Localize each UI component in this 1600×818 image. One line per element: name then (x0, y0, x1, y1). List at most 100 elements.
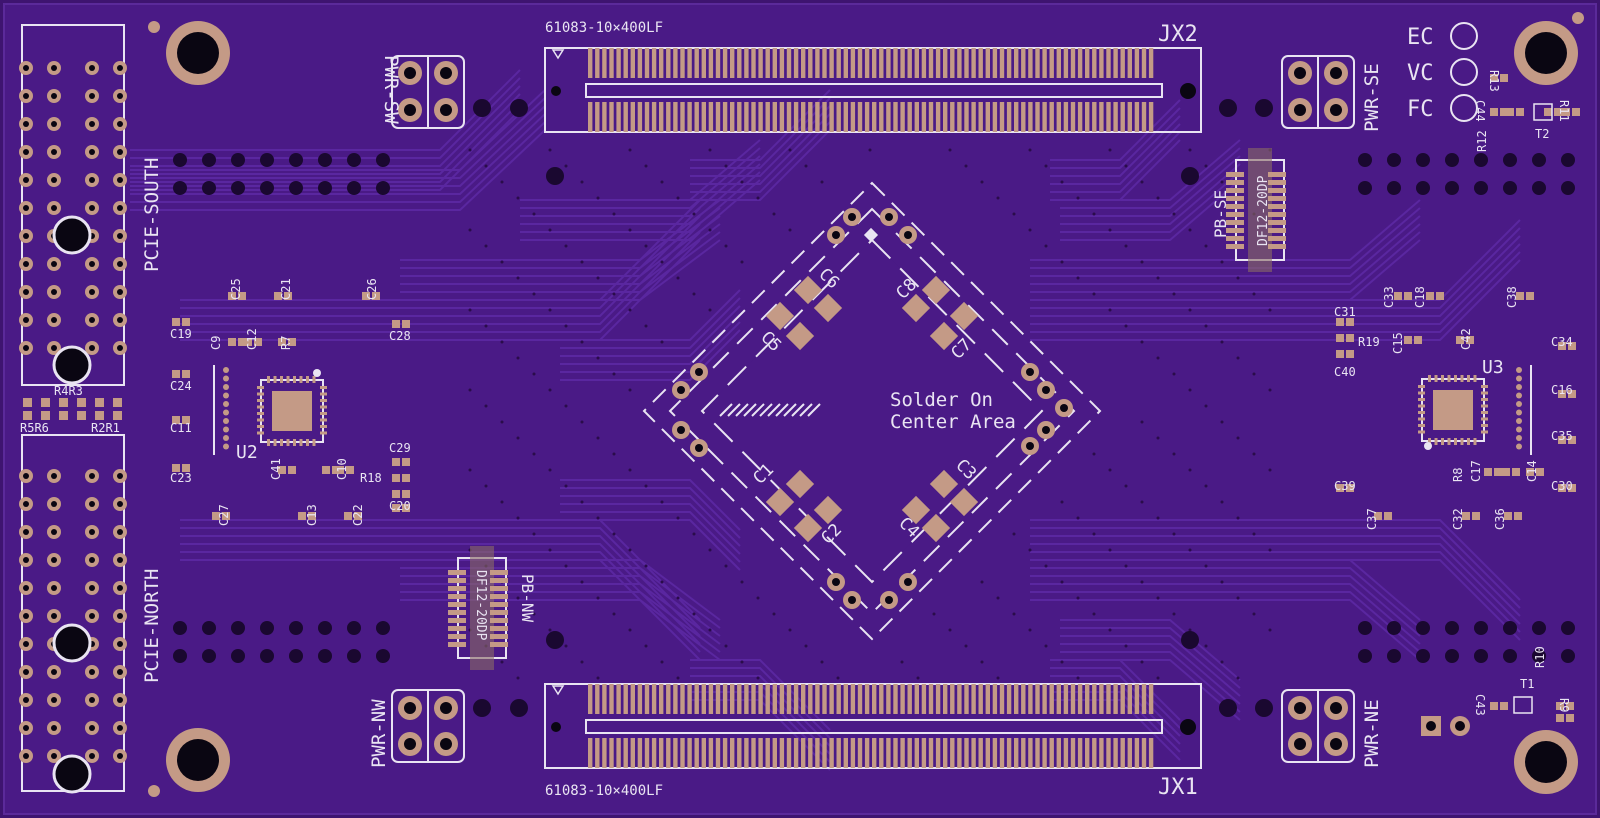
part-label: C13 (305, 504, 319, 526)
u3-label: U3 (1482, 357, 1504, 378)
part-label: C24 (170, 379, 192, 393)
part-label: C32 (1451, 508, 1465, 530)
part-label: C38 (1505, 286, 1519, 308)
jx1-label: JX1 (1158, 775, 1198, 800)
center-solder-area: Solder On Center Area C1 C2 C3 C4 C5 C6 … (642, 181, 1102, 641)
part-label: C18 (1413, 286, 1427, 308)
pcie-south-connector: PCIE-SOUTH (19, 24, 163, 386)
fiducials (148, 12, 1584, 797)
part-label: R9 (1557, 698, 1571, 712)
part-label: C41 (269, 458, 283, 480)
part-label: C10 (335, 458, 349, 480)
part-label: C30 (1551, 479, 1573, 493)
t2-label: T2 (1535, 127, 1549, 141)
pb-nw-label: PB-NW (518, 574, 537, 623)
part-label: R11 (1557, 100, 1571, 122)
part-label: C36 (1493, 508, 1507, 530)
part-label: R19 (1358, 335, 1380, 349)
pcie-north-key-hole-a (52, 623, 92, 663)
part-label: C27 (217, 504, 231, 526)
u2-chip: U2 (213, 365, 327, 463)
center-text-line2: Center Area (890, 411, 1016, 433)
pcie-south-label: PCIE-SOUTH (141, 158, 163, 272)
part-label: R12 (1475, 130, 1489, 152)
via-field (468, 148, 1272, 680)
pcie-north-connector: PCIE-NORTH (19, 434, 163, 794)
part-label: R18 (360, 471, 382, 485)
center-text-line1: Solder On (890, 389, 993, 411)
pwr-ne-label: PWR-NE (1361, 699, 1383, 768)
part-label: C34 (1551, 335, 1573, 349)
center-hatch-mark (719, 403, 821, 417)
part-label: C23 (170, 471, 192, 485)
jx2-connector: JX2 61083-10×400LF (544, 20, 1202, 133)
part-label: C17 (1469, 460, 1483, 482)
bottom-right-pads (1421, 716, 1470, 736)
part-label: C14 (1525, 460, 1539, 482)
jx2-label: JX2 (1158, 22, 1198, 47)
part-label: C42 (1459, 328, 1473, 350)
part-label: C9 (209, 336, 223, 350)
mounting-holes (166, 21, 1578, 794)
part-label: R13 (1487, 70, 1501, 92)
df-se-label: DF12-20DP (1256, 175, 1271, 246)
led-ec-ring (1450, 22, 1478, 50)
part-label: C43 (1473, 694, 1487, 716)
jx1-connector: JX1 61083-10×400LF (544, 683, 1202, 800)
part-label: R10 (1533, 646, 1547, 668)
part-label: C21 (279, 278, 293, 300)
t2-transistor: T2 (1533, 103, 1553, 141)
part-label: C22 (351, 504, 365, 526)
u3-chip: U3 (1418, 357, 1532, 455)
pwr-nw-header: PWR-NW (368, 689, 465, 768)
pwr-sw-label: PWR-SW (380, 55, 402, 124)
part-label: C11 (170, 421, 192, 435)
jx1-part-number: 61083-10×400LF (545, 783, 663, 799)
status-leds: EC VC FC (1407, 22, 1478, 122)
part-label: R7 (279, 336, 293, 350)
part-label: C33 (1382, 286, 1396, 308)
pb-se-label: PB-SE (1211, 190, 1230, 238)
pb-nw-connector: DF12-20DP PB-NW (448, 546, 537, 670)
part-label: C29 (389, 441, 411, 455)
label-r2r1: R2R1 (91, 421, 120, 435)
part-label: R8 (1451, 468, 1465, 482)
pb-se-connector: DF12-20DP PB-SE (1211, 148, 1286, 272)
part-label: C28 (389, 329, 411, 343)
part-label: C44 (1473, 100, 1487, 122)
led-vc-ring (1450, 58, 1478, 86)
label-r5r6: R5R6 (20, 421, 49, 435)
header-pin-rows (173, 99, 1575, 717)
pcie-north-key-hole-b (52, 754, 92, 794)
part-label: C19 (170, 327, 192, 341)
part-label: C12 (245, 328, 259, 350)
pcie-north-label: PCIE-NORTH (141, 569, 163, 683)
part-label: C40 (1334, 365, 1356, 379)
pwr-se-header: PWR-SE (1281, 55, 1383, 132)
jx2-part-number: 61083-10×400LF (545, 20, 663, 36)
part-label: C37 (1365, 508, 1379, 530)
t1-transistor: T1 (1513, 677, 1534, 714)
part-label: C35 (1551, 429, 1573, 443)
pwr-ne-header: PWR-NE (1281, 689, 1383, 768)
part-label: C31 (1334, 305, 1356, 319)
smd-passives (172, 74, 1580, 722)
part-label: C39 (1334, 479, 1356, 493)
t1-label: T1 (1520, 677, 1534, 691)
part-label: C15 (1391, 332, 1405, 354)
led-vc-label: VC (1407, 61, 1434, 86)
df-nw-label: DF12-20DP (473, 570, 488, 641)
led-fc-label: FC (1407, 97, 1434, 122)
pcie-south-key-hole-a (52, 215, 92, 255)
u2-label: U2 (236, 442, 258, 463)
pwr-sw-header: PWR-SW (380, 55, 465, 129)
part-label: C25 (229, 278, 243, 300)
label-r4r3: R4R3 (54, 384, 83, 398)
led-ec-label: EC (1407, 25, 1434, 50)
pwr-se-label: PWR-SE (1361, 63, 1383, 132)
led-fc-ring (1450, 94, 1478, 122)
pcie-south-key-hole-b (52, 345, 92, 385)
pwr-nw-label: PWR-NW (368, 699, 390, 768)
